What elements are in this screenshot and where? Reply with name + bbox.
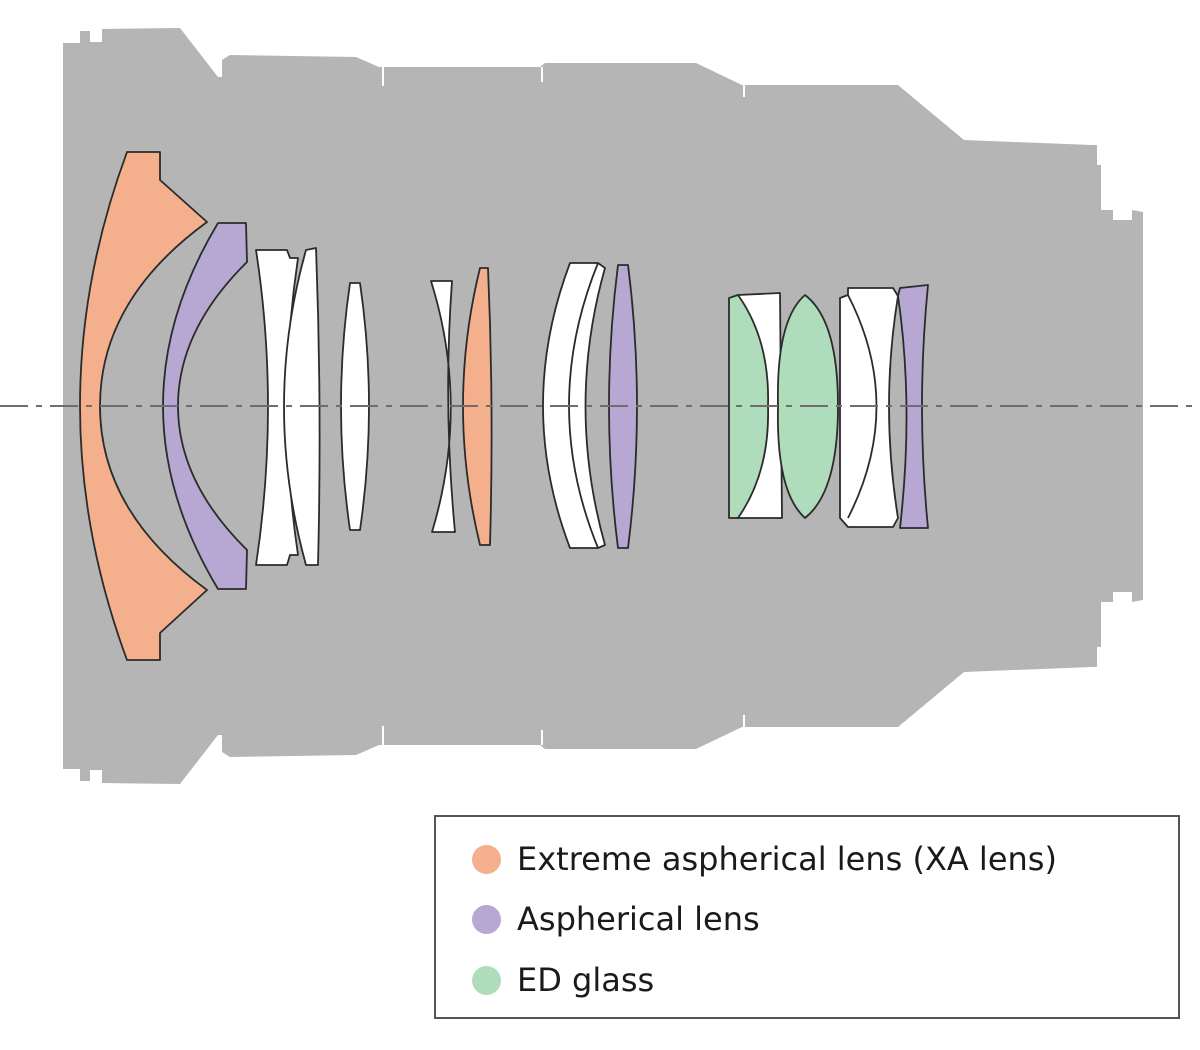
lens-element-13 [839, 287, 899, 528]
legend-label: Aspherical lens [517, 900, 760, 938]
barrel-seams [382, 67, 745, 745]
lens-element-1-xa [79, 151, 208, 661]
legend: Extreme aspherical lens (XA lens) Aspher… [434, 815, 1180, 1019]
legend-label: ED glass [517, 961, 655, 999]
lens-element-2-aspherical [162, 222, 248, 590]
legend-item-aspherical: Aspherical lens [472, 897, 760, 941]
purple-dot-icon [472, 904, 501, 934]
lens-element-6 [430, 280, 456, 533]
legend-label: Extreme aspherical lens (XA lens) [517, 840, 1057, 878]
orange-dot-icon [472, 844, 501, 874]
legend-item-ed-glass: ED glass [472, 958, 654, 1002]
green-dot-icon [472, 965, 501, 995]
legend-item-xa-lens: Extreme aspherical lens (XA lens) [472, 837, 1057, 881]
